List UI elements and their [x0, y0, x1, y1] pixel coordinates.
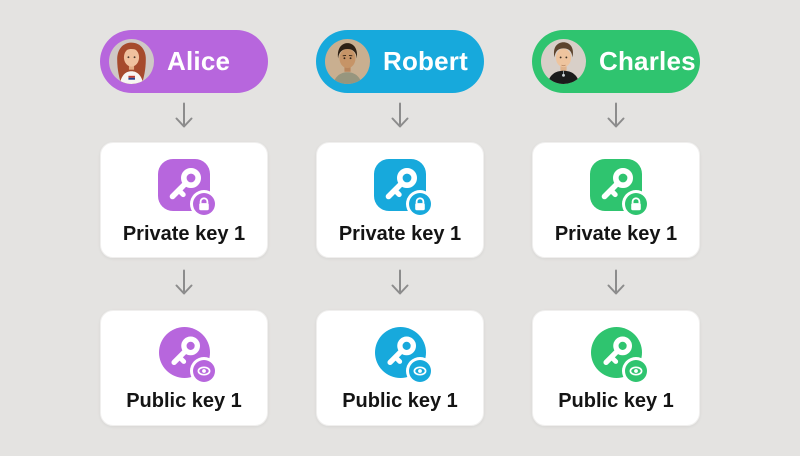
- eye-icon: [408, 360, 431, 382]
- avatar-robert: [325, 39, 370, 84]
- column-robert: Robert: [316, 30, 484, 430]
- user-name: Alice: [167, 46, 231, 76]
- private-key-label: Private key 1: [122, 223, 246, 245]
- eye-icon: [192, 360, 215, 382]
- public-key-label: Public key 1: [342, 390, 458, 412]
- user-name: Robert: [383, 46, 468, 76]
- public-key-icon: [590, 327, 642, 378]
- column-charles: Charles: [532, 30, 700, 430]
- lock-icon: [193, 193, 215, 215]
- avatar-charles: [541, 39, 586, 84]
- user-pill-alice: Alice: [100, 30, 268, 93]
- private-key-card: Private key 1: [532, 142, 700, 258]
- public-key-label: Public key 1: [558, 390, 674, 412]
- private-key-card: Private key 1: [316, 142, 484, 258]
- eye-icon: [624, 360, 647, 382]
- public-key-card: Public key 1: [100, 310, 268, 426]
- arrow-down-icon: [391, 102, 409, 128]
- user-name: Charles: [599, 46, 696, 76]
- lock-icon: [409, 193, 431, 215]
- avatar-alice: [109, 39, 154, 84]
- user-pill-robert: Robert: [316, 30, 484, 93]
- public-key-label: Public key 1: [126, 390, 242, 412]
- arrow-down-icon: [391, 269, 409, 295]
- arrow-down-icon: [175, 102, 193, 128]
- lock-icon: [625, 193, 647, 215]
- public-key-card: Public key 1: [532, 310, 700, 426]
- private-key-label: Private key 1: [554, 223, 678, 245]
- user-pill-charles: Charles: [532, 30, 700, 93]
- column-alice: Alice: [100, 30, 268, 430]
- public-key-card: Public key 1: [316, 310, 484, 426]
- arrow-down-icon: [175, 269, 193, 295]
- arrow-down-icon: [607, 269, 625, 295]
- arrow-down-icon: [607, 102, 625, 128]
- private-key-card: Private key 1: [100, 142, 268, 258]
- private-key-label: Private key 1: [338, 223, 462, 245]
